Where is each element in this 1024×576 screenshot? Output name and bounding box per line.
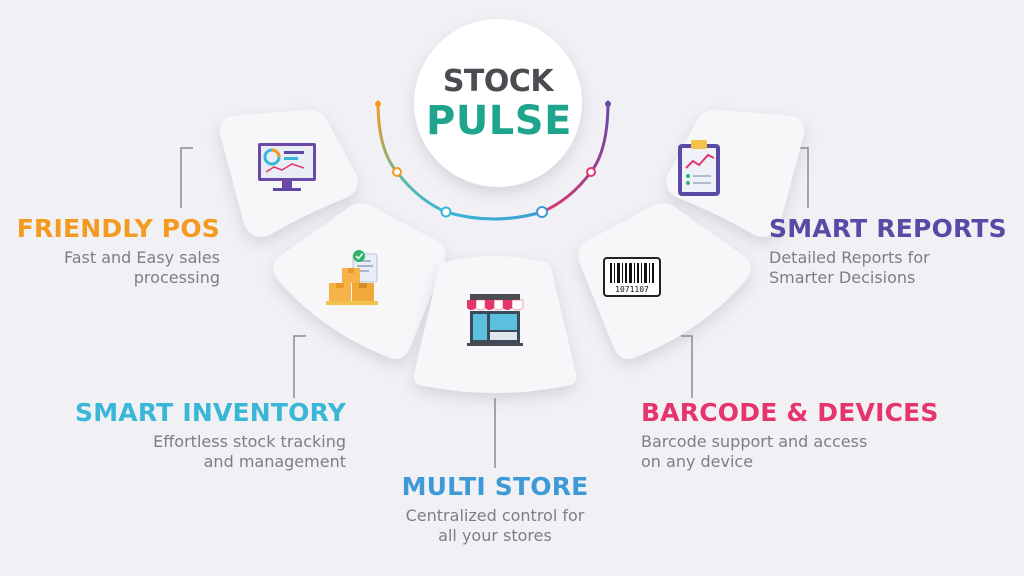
feature-description: Detailed Reports for Smarter Decisions bbox=[769, 248, 930, 287]
feature-title: FRIENDLY POS bbox=[16, 214, 220, 243]
feature-description: Effortless stock tracking and management bbox=[153, 432, 346, 471]
feature-title: BARCODE & DEVICES bbox=[641, 398, 939, 427]
barcode-number: 1071107 bbox=[615, 285, 649, 294]
inventory-boxes-icon bbox=[326, 250, 378, 305]
pos-monitor-icon bbox=[258, 143, 316, 191]
brand-circle bbox=[414, 19, 582, 187]
feature-description: Fast and Easy sales processing bbox=[64, 248, 220, 287]
brand-title-line2: PULSE bbox=[426, 98, 572, 144]
feature-barcode-devices: BARCODE & DEVICES Barcode support and ac… bbox=[641, 398, 971, 472]
brand-title-line1: STOCK bbox=[442, 64, 554, 99]
arc-dots bbox=[375, 101, 611, 218]
leader-line-barcode bbox=[681, 335, 693, 398]
barcode-icon: 1071107 bbox=[603, 257, 661, 297]
report-clipboard-icon bbox=[678, 140, 720, 196]
leader-line-friendly-pos bbox=[180, 147, 193, 208]
feature-title: SMART INVENTORY bbox=[75, 398, 346, 427]
feature-title: SMART REPORTS bbox=[769, 214, 1007, 243]
feature-friendly-pos: FRIENDLY POS Fast and Easy sales process… bbox=[6, 214, 220, 288]
feature-multi-store: MULTI STORE Centralized control for all … bbox=[364, 472, 626, 546]
storefront-icon bbox=[467, 294, 524, 346]
feature-description: Barcode support and access on any device bbox=[641, 432, 868, 471]
feature-title: MULTI STORE bbox=[401, 472, 589, 501]
feature-description: Centralized control for all your stores bbox=[405, 506, 585, 545]
panel-barcode bbox=[578, 203, 751, 359]
feature-smart-reports: SMART REPORTS Detailed Reports for Smart… bbox=[769, 214, 1019, 288]
leader-line-smart-inventory bbox=[293, 335, 306, 398]
feature-smart-inventory: SMART INVENTORY Effortless stock trackin… bbox=[46, 398, 346, 472]
